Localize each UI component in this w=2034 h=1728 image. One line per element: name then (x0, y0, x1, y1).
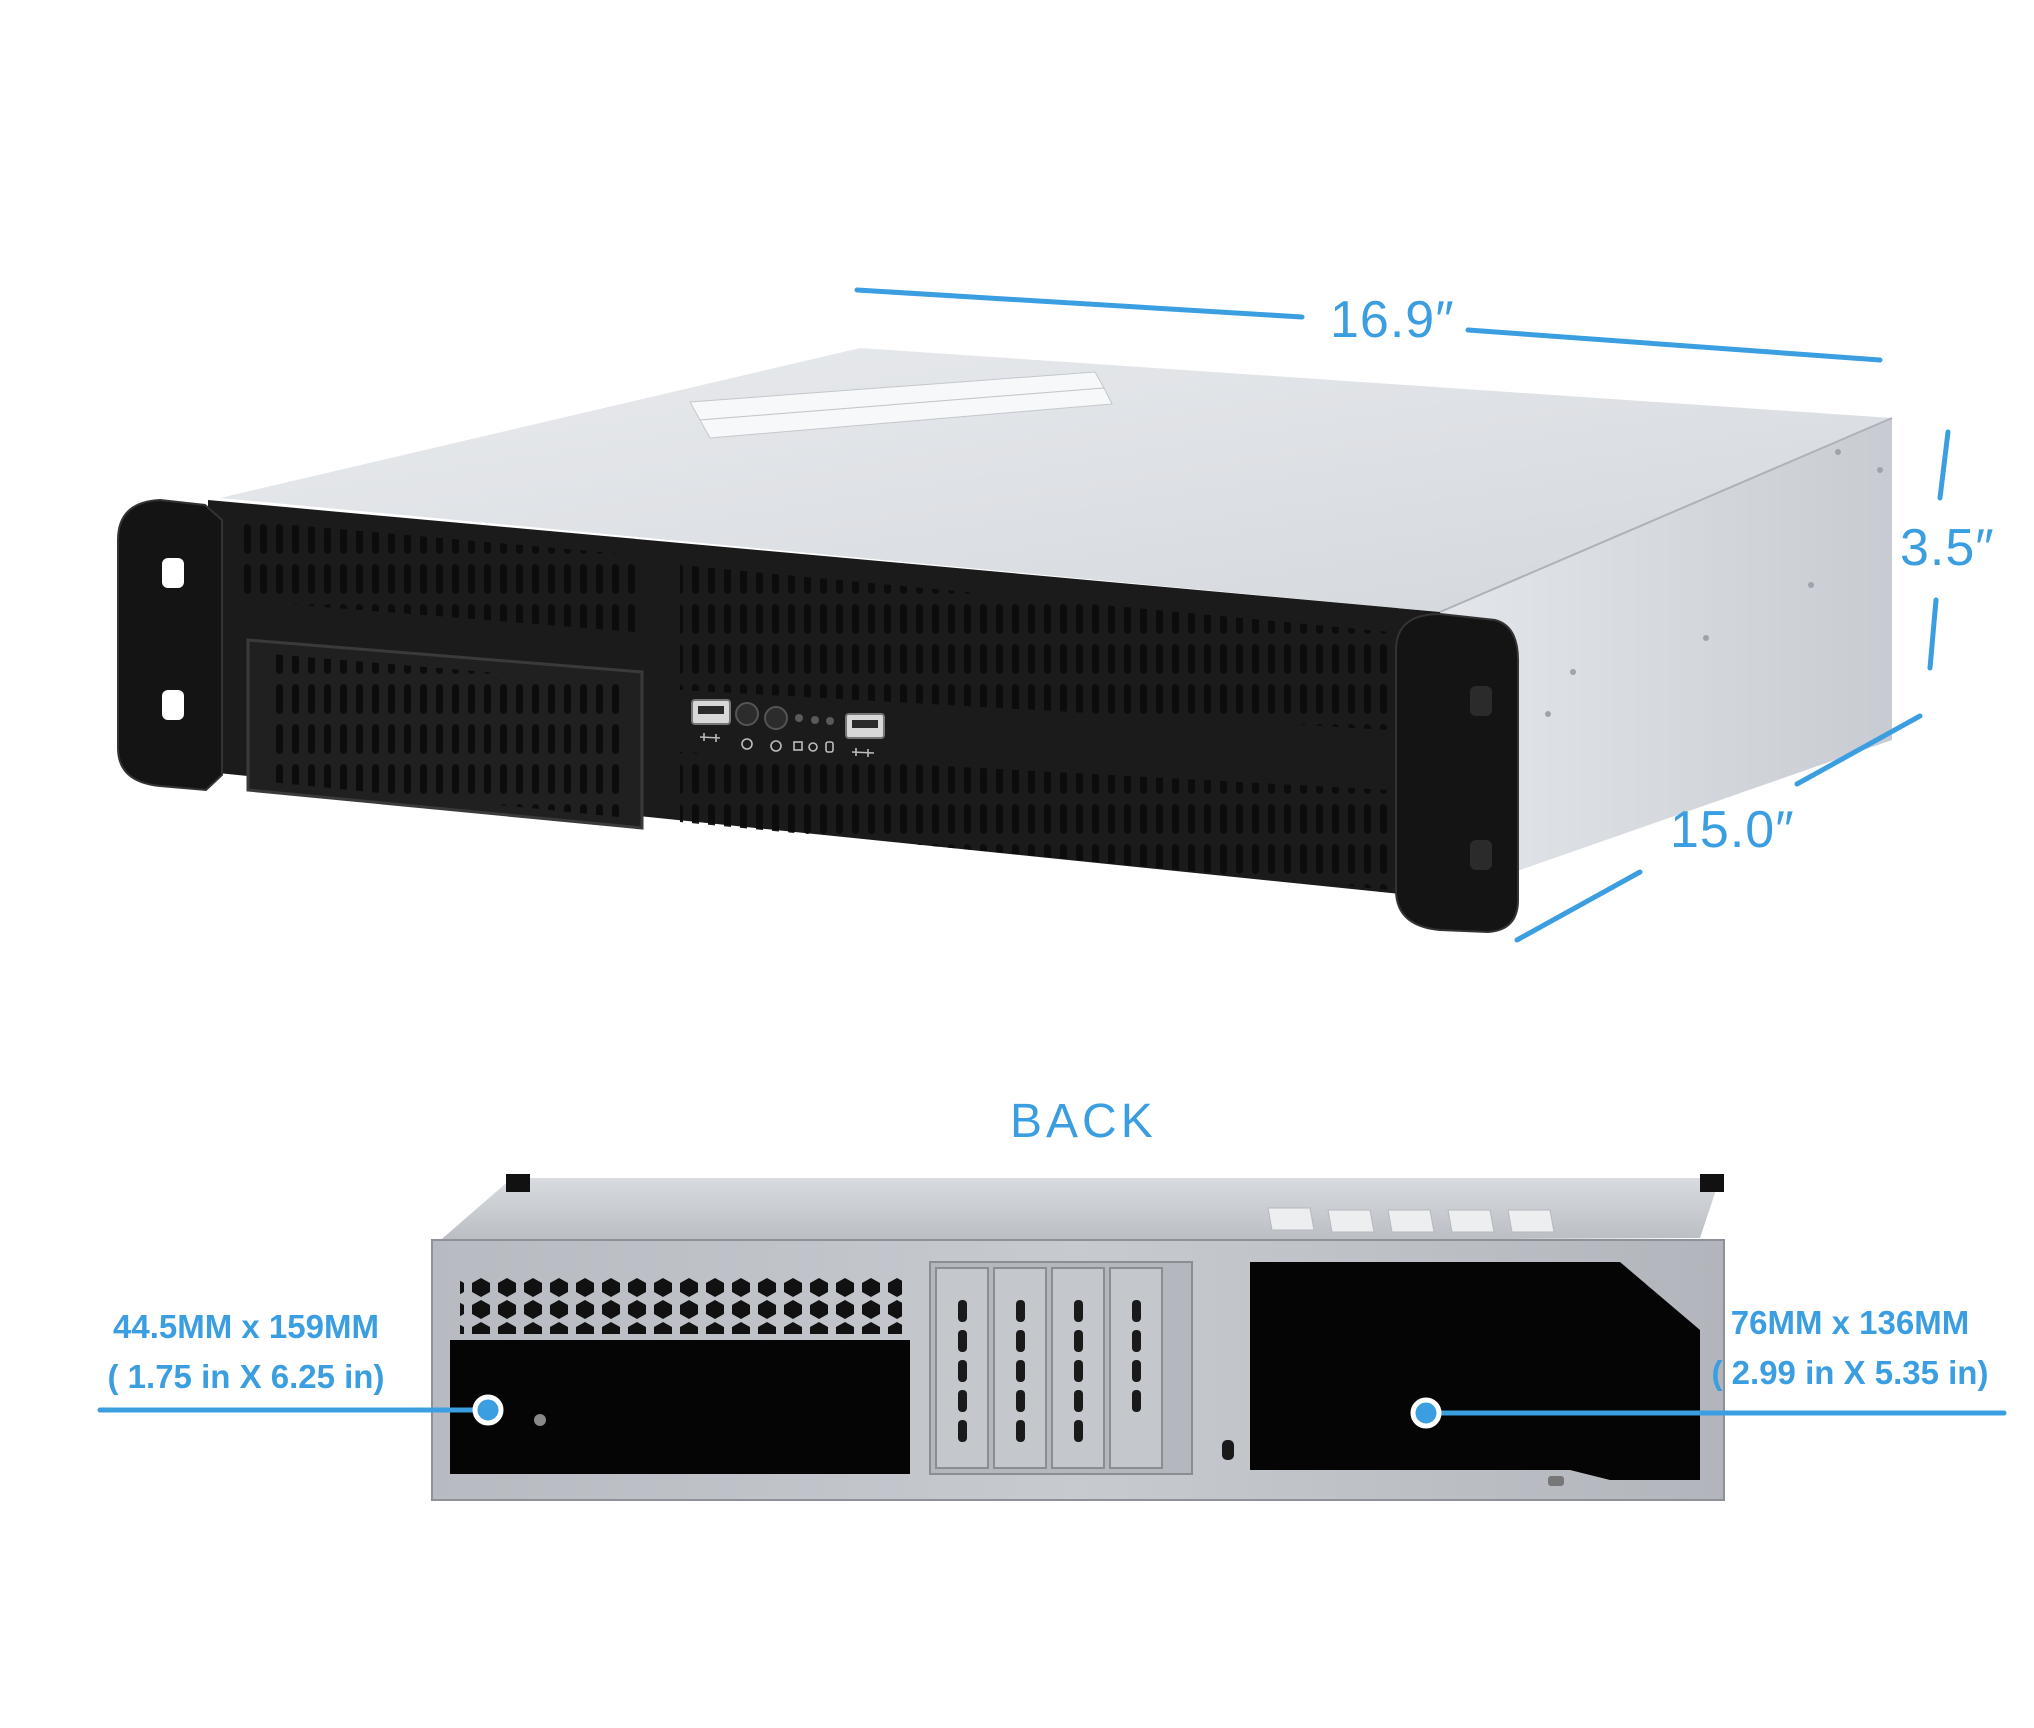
front-vent-right-top (680, 565, 1390, 730)
dimension-depth-label: 15.0″ (1670, 801, 1795, 859)
right-handle (1395, 612, 1519, 934)
chassis-top (220, 348, 1892, 612)
right-bay-spec-mm: 76MM x 136MM (1730, 1304, 1970, 1341)
chassis-side (1440, 418, 1892, 898)
front-vent-right-bottom (680, 752, 1390, 890)
bay-marker-dots (472, 1394, 1442, 1429)
back-hex-vent (460, 1276, 902, 1334)
left-bay-spec-mm: 44.5MM x 159MM (113, 1308, 379, 1345)
right-bay-spec-in: ( 2.99 in X 5.35 in) (1711, 1354, 1989, 1391)
dimension-height-label: 3.5″ (1900, 519, 1995, 577)
power-button[interactable] (735, 702, 759, 726)
back-view-label: BACK (1010, 1095, 1157, 1148)
right-bay-spec: 76MM x 136MM ( 2.99 in X 5.35 in) (1700, 1298, 2000, 1398)
left-bay-spec: 44.5MM x 159MM ( 1.75 in X 6.25 in) (96, 1302, 396, 1402)
reset-button[interactable] (764, 706, 788, 730)
dimension-lines (97, 287, 2007, 1416)
top-vent (689, 371, 1113, 439)
left-bay-spec-in: ( 1.75 in X 6.25 in) (107, 1358, 385, 1395)
dimension-width-label: 16.9″ (1330, 291, 1455, 349)
front-vent-left (235, 520, 635, 632)
right-bay-opening (1250, 1262, 1700, 1480)
front-panel-icons (699, 733, 875, 757)
status-leds (795, 714, 834, 725)
left-bay-opening (450, 1340, 910, 1474)
left-handle (117, 498, 223, 792)
